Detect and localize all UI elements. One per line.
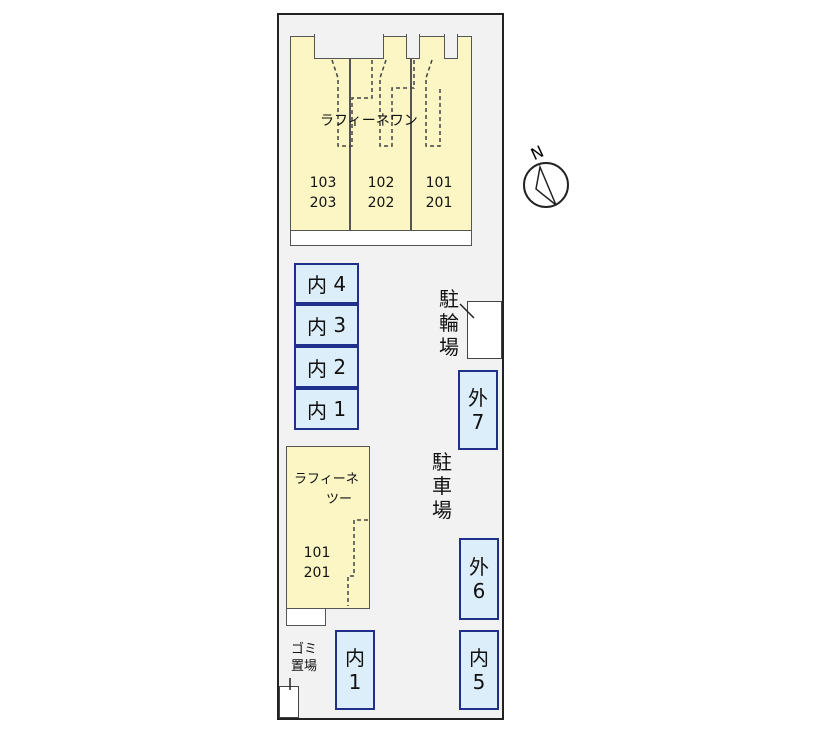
room-number: 101 <box>303 545 331 561</box>
space-number: 4 <box>333 271 347 296</box>
parking-space-outer-6: 外 6 <box>459 538 499 620</box>
room-number: 103 <box>309 175 337 191</box>
space-label: 内 <box>306 273 327 297</box>
unit-103-203: 103 203 <box>300 173 346 213</box>
garbage-area-label: ゴミ 置場 <box>290 642 317 674</box>
parking-space-inner-2: 内 2 <box>294 346 359 388</box>
building-two-units: 101 201 <box>294 543 340 583</box>
garbage-arrow <box>289 678 291 690</box>
unit-divider <box>410 58 412 246</box>
parking-space-outer-7: 外 7 <box>458 370 498 450</box>
unit-divider <box>349 58 351 246</box>
room-number: 101 <box>425 175 453 191</box>
building-two-balcony <box>286 608 326 626</box>
north-arrow-icon: N <box>523 145 569 208</box>
building-two-name-line2: ツー <box>326 492 353 507</box>
space-number: 6 <box>472 579 486 603</box>
bicycle-arrow <box>459 303 475 319</box>
bicycle-parking-label: 駐 輪 場 <box>439 287 459 359</box>
space-number: 5 <box>472 670 486 694</box>
space-label: 外 <box>469 555 489 579</box>
parking-space-inner-4: 内 4 <box>294 263 359 304</box>
compass-letter: N <box>528 145 547 164</box>
building-one-name: ラフィーネワン <box>320 113 418 129</box>
bicycle-parking-area <box>467 301 502 359</box>
space-label: 内 <box>306 356 327 381</box>
space-number: 1 <box>348 670 362 694</box>
parking-space-inner-1: 内 1 <box>294 388 359 430</box>
space-label: 外 <box>468 386 488 410</box>
parking-space-inner-1-bottom: 内 1 <box>335 630 375 710</box>
room-number: 202 <box>367 195 395 211</box>
garbage-area <box>279 686 299 718</box>
space-label: 内 <box>306 398 327 423</box>
space-number: 7 <box>471 410 485 434</box>
parking-space-inner-5: 内 5 <box>459 630 499 710</box>
building-one <box>290 36 472 232</box>
unit-101-201: 101 201 <box>416 173 462 213</box>
unit-102-202: 102 202 <box>358 173 404 213</box>
building-one-notch <box>314 34 384 59</box>
space-number: 3 <box>333 313 347 337</box>
parking-space-inner-3: 内 3 <box>294 304 359 346</box>
building-one-notch <box>406 34 420 59</box>
space-label: 内 <box>469 646 489 670</box>
building-two-name-line1: ラフィーネ <box>294 472 359 487</box>
parking-lot-label: 駐 車 場 <box>432 450 452 522</box>
building-two-stair-outline <box>347 519 368 606</box>
building-one-notch <box>444 34 458 59</box>
building-one-balcony <box>290 230 472 246</box>
building-two <box>286 446 370 609</box>
stair-outline <box>331 59 441 147</box>
room-number: 102 <box>367 175 395 191</box>
room-number: 201 <box>303 565 331 581</box>
space-number: 2 <box>333 355 347 379</box>
space-label: 内 <box>306 314 327 339</box>
room-number: 201 <box>425 195 453 211</box>
space-label: 内 <box>345 646 365 670</box>
room-number: 203 <box>309 195 337 211</box>
space-number: 1 <box>333 397 347 421</box>
